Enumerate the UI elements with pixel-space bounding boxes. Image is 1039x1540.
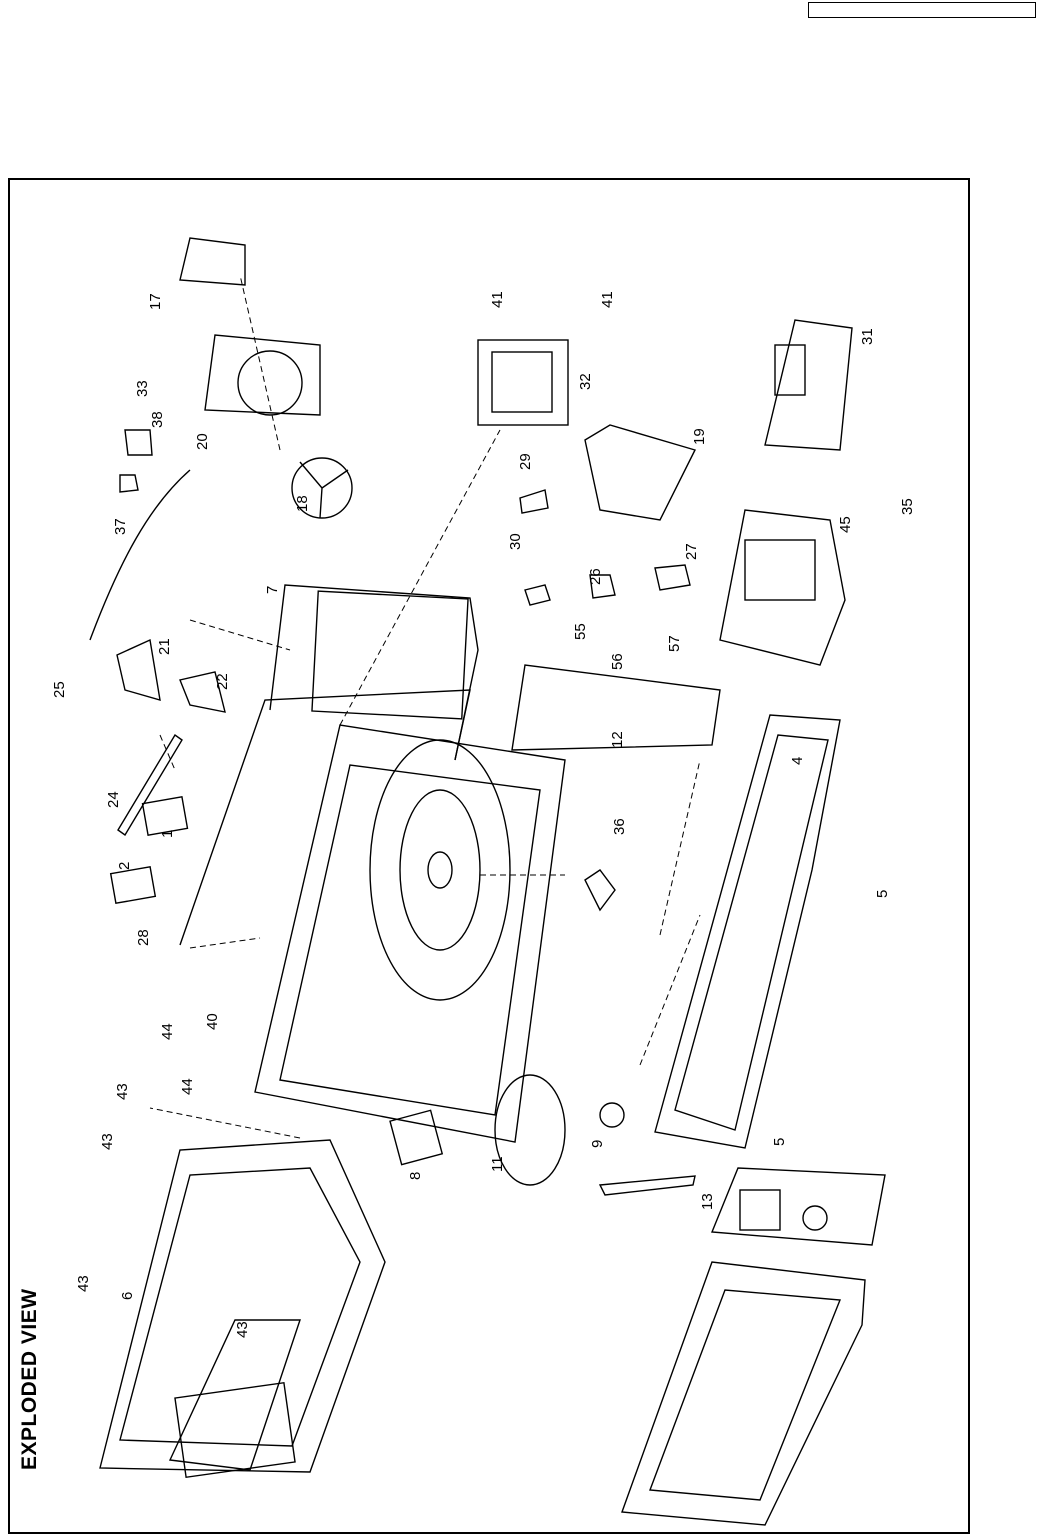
- callout-31: 31: [859, 328, 876, 345]
- leader-lines: [149, 274, 701, 1139]
- callout-38: 38: [149, 411, 166, 428]
- diagram-frame: [8, 178, 970, 1534]
- callout-37: 37: [112, 518, 129, 535]
- callout-57: 57: [666, 635, 683, 652]
- callout-27: 27: [683, 543, 700, 560]
- callout-26: 26: [587, 568, 604, 585]
- callout-25: 25: [51, 681, 68, 698]
- callout-40: 40: [204, 1013, 221, 1030]
- callout-7: 7: [264, 585, 281, 594]
- callout-5: 5: [874, 889, 891, 898]
- callout-30: 30: [507, 533, 524, 550]
- callout-41: 41: [489, 291, 506, 308]
- component-45-part: [719, 509, 846, 666]
- callout-45: 45: [837, 516, 854, 533]
- callout-33: 33: [134, 380, 151, 397]
- callout-44: 44: [159, 1023, 176, 1040]
- callout-21: 21: [156, 638, 173, 655]
- callout-8: 8: [407, 1171, 424, 1180]
- transformer-part: [477, 339, 569, 426]
- back-plate-part: [269, 584, 479, 761]
- callout-43: 43: [75, 1275, 92, 1292]
- callout-4: 4: [789, 756, 806, 765]
- control-panel-part: [710, 1167, 886, 1246]
- callout-22: 22: [214, 673, 231, 690]
- callout-9: 9: [589, 1139, 606, 1148]
- callout-28: 28: [135, 929, 152, 946]
- callout-41: 41: [599, 291, 616, 308]
- callout-29: 29: [517, 453, 534, 470]
- callout-18: 18: [294, 495, 311, 512]
- callout-35: 35: [899, 498, 916, 515]
- base-plate-part: [654, 714, 841, 1149]
- callout-6: 6: [119, 1291, 136, 1300]
- door-part: [621, 1261, 866, 1526]
- diagram-title: EXPLODED VIEW: [18, 1288, 41, 1470]
- callout-19: 19: [691, 428, 708, 445]
- oven-cavity-part: [179, 689, 566, 1143]
- callout-36: 36: [611, 818, 628, 835]
- callout-55: 55: [572, 623, 589, 640]
- callout-43: 43: [234, 1321, 251, 1338]
- callout-32: 32: [577, 373, 594, 390]
- callout-1: 1: [159, 829, 176, 838]
- page-code-box: [808, 2, 1036, 18]
- callout-43: 43: [99, 1133, 116, 1150]
- circuit-board-part: [764, 319, 853, 451]
- fan-assembly-part: [179, 237, 353, 519]
- callout-17: 17: [147, 293, 164, 310]
- callout-12: 12: [609, 731, 626, 748]
- callout-24: 24: [105, 791, 122, 808]
- callout-44: 44: [179, 1078, 196, 1095]
- callout-43: 43: [114, 1083, 131, 1100]
- callout-20: 20: [194, 433, 211, 450]
- outer-cabinet-part: [99, 1139, 386, 1479]
- callout-11: 11: [489, 1156, 506, 1172]
- callout-13: 13: [699, 1193, 716, 1210]
- callout-56: 56: [609, 653, 626, 670]
- latch-board-part: [511, 664, 721, 751]
- callout-5: 5: [771, 1137, 788, 1146]
- callout-2: 2: [116, 861, 133, 870]
- small-parts: [89, 424, 697, 1196]
